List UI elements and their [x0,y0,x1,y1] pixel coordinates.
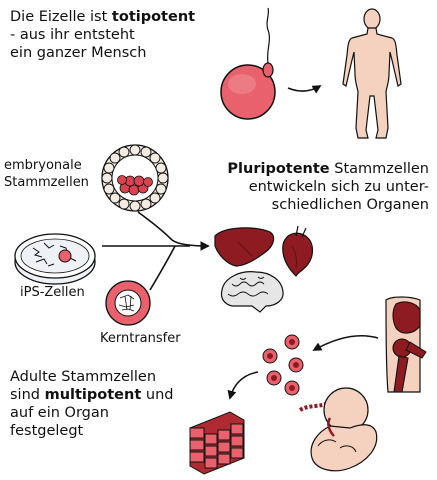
heart-icon [282,225,314,278]
blood-cells-icon [262,334,304,396]
hip-joint-icon [385,296,427,393]
egg-cell-icon [220,7,276,120]
arrow-egg-to-human [287,85,322,94]
nuclear-transfer-label: Kerntransfer [100,331,181,346]
blastocyst-icon [101,144,169,212]
arrow-hip-to-blood [312,335,379,351]
arrows-to-organs [102,211,210,291]
nuclear-transfer-cell-icon [105,280,151,326]
liver-icon [214,227,275,267]
ips-cells-label: iPS-Zellen [20,285,85,300]
arrow-blood-to-muscle [227,371,259,400]
totipotent-text: Die Eizelle ist totipotent - aus ihr ent… [10,9,196,61]
muscle-tissue-icon [189,411,245,475]
brain-icon [220,271,284,313]
fetus-icon [298,387,378,472]
pluripotent-text: Pluripotente Stammzellen entwickeln sich… [227,161,429,213]
multipotent-text: Adulte Stammzellen sind multipotent und … [10,369,174,439]
human-body-icon [342,8,402,139]
embryonic-stem-cells-label: embryonale Stammzellen [4,158,89,190]
petri-dish-icon [14,233,96,285]
